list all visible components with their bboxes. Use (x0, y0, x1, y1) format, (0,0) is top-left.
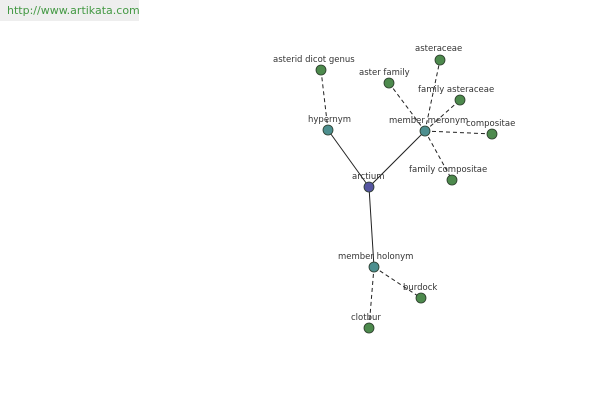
node-member-meronym[interactable] (419, 125, 431, 137)
label-burdock[interactable]: burdock (403, 283, 437, 293)
label-family-compositae[interactable]: family compositae (409, 165, 487, 175)
node-family-asteraceae[interactable] (454, 94, 466, 106)
label-aster-family[interactable]: aster family (359, 68, 410, 78)
graph-edges (320, 59, 493, 329)
label-member-meronym[interactable]: member meronym (389, 116, 468, 126)
label-compositae[interactable]: compositae (466, 119, 515, 129)
edge-arctium-member-holonym (368, 186, 375, 268)
node-burdock[interactable] (415, 292, 427, 304)
label-asteraceae[interactable]: asteraceae (415, 44, 462, 54)
node-asteraceae[interactable] (434, 54, 446, 66)
edge-hypernym-asterid-dicot-genus (320, 69, 329, 131)
graph-labels: arctium hypernym member meronym member holo… (273, 44, 515, 323)
edge-member-meronym-compositae (424, 130, 493, 135)
edge-member-holonym-clotbur (368, 266, 375, 329)
edge-member-meronym-asteraceae (424, 59, 441, 132)
node-family-compositae[interactable] (446, 174, 458, 186)
site-url-link[interactable]: http://www.artikata.com (0, 0, 140, 21)
node-aster-family[interactable] (383, 77, 395, 89)
node-arctium[interactable] (363, 181, 375, 193)
label-asterid-dicot-genus[interactable]: asterid dicot genus (273, 55, 355, 65)
edge-arctium-hypernym (327, 129, 370, 188)
node-clotbur[interactable] (363, 322, 375, 334)
label-arctium[interactable]: arctium (352, 172, 385, 182)
node-hypernym[interactable] (322, 124, 334, 136)
node-asterid-dicot-genus[interactable] (315, 64, 327, 76)
label-clotbur[interactable]: clotbur (351, 313, 381, 323)
edge-member-meronym-aster-family (388, 82, 426, 132)
edge-member-holonym-burdock (373, 266, 422, 299)
graph-nodes (315, 54, 498, 334)
edge-member-meronym-family-asteraceae (424, 99, 461, 132)
node-member-holonym[interactable] (368, 261, 380, 273)
label-hypernym[interactable]: hypernym (308, 115, 351, 125)
edge-member-meronym-family-compositae (424, 130, 453, 181)
label-family-asteraceae[interactable]: family asteraceae (418, 85, 494, 95)
node-compositae[interactable] (486, 128, 498, 140)
label-member-holonym[interactable]: member holonym (338, 252, 413, 262)
edge-arctium-member-meronym (368, 130, 426, 188)
